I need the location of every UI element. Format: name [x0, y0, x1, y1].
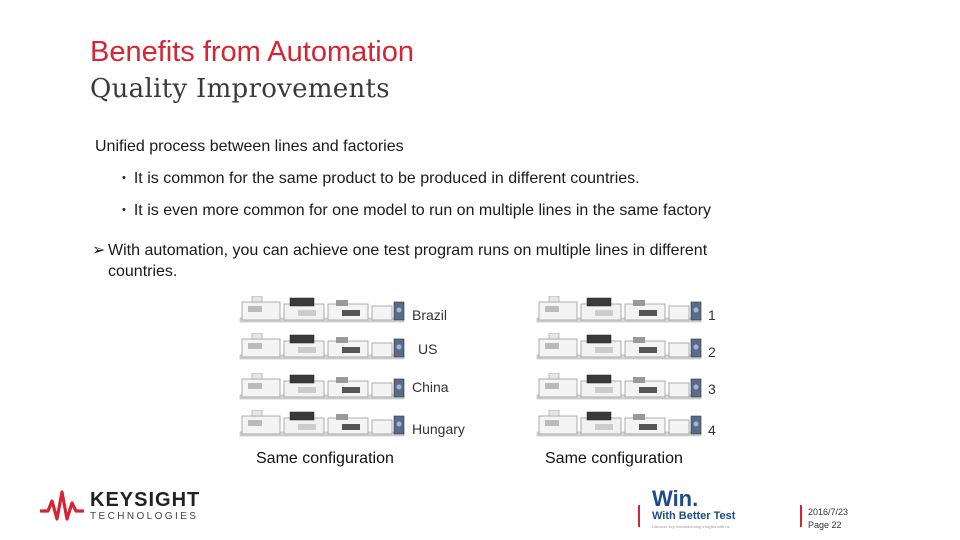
- country-label-us: US: [418, 341, 438, 357]
- machine-line-row: [535, 296, 705, 328]
- country-label-brazil: Brazil: [412, 307, 448, 323]
- logo-sub-text: TECHNOLOGIES: [90, 511, 199, 522]
- win-logo: Win. With Better Test Discover key manuf…: [652, 486, 736, 530]
- country-label-china: China: [412, 379, 449, 395]
- keysight-wave-icon: [40, 490, 84, 521]
- smt-line-icon: [239, 410, 405, 437]
- country-label-hungary: Hungary: [412, 421, 465, 437]
- arrow-right-icon: ➢: [92, 242, 106, 259]
- right-caption: Same configuration: [545, 450, 683, 467]
- machine-line-row: [238, 296, 408, 328]
- smt-line-icon: [536, 333, 702, 360]
- logo-main-text: KEYSIGHT: [90, 489, 201, 511]
- lead-text: Unified process between lines and factor…: [95, 138, 404, 155]
- smt-line-icon: [536, 296, 702, 323]
- smt-line-icon: [536, 410, 702, 437]
- machine-line-row: [535, 333, 705, 365]
- footer-date: 2016/7/23: [808, 507, 849, 517]
- line-number-1: 1: [708, 307, 716, 323]
- slide-subtitle: Quality Improvements: [90, 74, 390, 104]
- line-number-4: 4: [708, 422, 716, 438]
- line-number-3: 3: [708, 381, 716, 397]
- bullet-dot-icon: •: [122, 204, 126, 216]
- smt-line-icon: [239, 333, 405, 360]
- bullet-dot-icon: •: [122, 172, 126, 184]
- arrow-bullet: ➢With automation, you can achieve one te…: [92, 242, 708, 280]
- footer-divider: [800, 505, 802, 527]
- machine-line-row: [535, 410, 705, 442]
- machine-line-row: [238, 373, 408, 405]
- page-number: Page 22: [808, 520, 842, 530]
- win-sub-text: With Better Test: [652, 510, 736, 522]
- smt-line-icon: [239, 373, 405, 400]
- win-tagline: Discover key manufacturing insights with…: [652, 524, 730, 529]
- bullet-item-1: •It is common for the same product to be…: [122, 170, 640, 187]
- machine-line-row: [238, 410, 408, 442]
- line-number-2: 2: [708, 344, 716, 360]
- left-caption: Same configuration: [256, 450, 394, 467]
- slide-title: Benefits from Automation: [90, 36, 414, 68]
- machine-line-row: [238, 333, 408, 365]
- footer-divider: [638, 505, 640, 527]
- smt-line-icon: [239, 296, 405, 323]
- machine-line-row: [535, 373, 705, 405]
- win-main-text: Win.: [652, 486, 699, 511]
- smt-line-icon: [536, 373, 702, 400]
- bullet-item-2: •It is even more common for one model to…: [122, 202, 712, 219]
- footer-info: 2016/7/23 Page 22: [808, 506, 848, 532]
